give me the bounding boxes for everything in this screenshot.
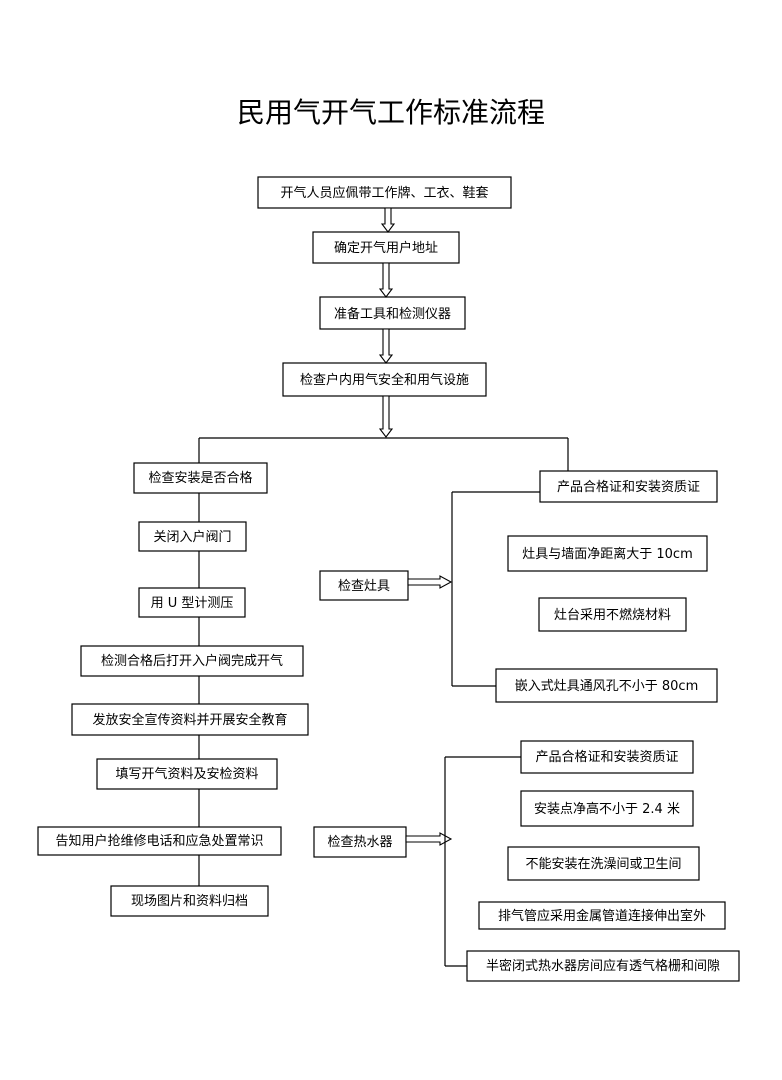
step-text-tools: 准备工具和检测仪器 xyxy=(334,306,451,322)
heater-item-text-1: 产品合格证和安装资质证 xyxy=(535,749,678,765)
left-text-8: 现场图片和资料归档 xyxy=(131,894,248,909)
step-text-inspect: 检查户内用气安全和用气设施 xyxy=(300,372,469,388)
heater-item-box-5 xyxy=(466,950,740,982)
left-text-1: 检查安装是否合格 xyxy=(148,470,252,486)
stove-item-box-3 xyxy=(538,597,687,632)
heater-item-text-5: 半密闭式热水器房间应有透气格栅和间隙 xyxy=(486,958,720,974)
arrow-down-1 xyxy=(380,207,396,233)
stove-check-box xyxy=(319,570,409,601)
step-box-badge xyxy=(257,176,512,209)
left-box-4 xyxy=(80,645,304,677)
left-box-5 xyxy=(71,703,309,736)
heater-item-text-4: 排气管应采用金属管道连接伸出室外 xyxy=(498,908,706,924)
stove-item-box-1 xyxy=(539,470,718,503)
stove-item-text-1: 产品合格证和安装资质证 xyxy=(557,479,700,495)
heater-arrow-icon xyxy=(405,832,453,846)
left-text-7: 告知用户抢维修电话和应急处置常识 xyxy=(55,833,263,849)
step-box-address xyxy=(312,231,460,264)
left-text-3: 用 U 型计测压 xyxy=(151,596,234,611)
heater-item-box-4 xyxy=(478,901,726,930)
stove-item-text-4: 嵌入式灶具通风孔不小于 80cm xyxy=(515,679,699,694)
arrow-down-2 xyxy=(378,262,394,298)
page-title: 民用气开气工作标准流程 xyxy=(237,96,545,129)
stove-item-box-4 xyxy=(495,668,718,703)
heater-item-box-1 xyxy=(520,740,694,774)
left-box-1 xyxy=(133,462,268,494)
arrow-down-3 xyxy=(378,328,394,364)
stove-item-text-2: 灶具与墙面净距离大于 10cm xyxy=(522,546,693,562)
left-text-4: 检测合格后打开入户阀完成开气 xyxy=(101,653,283,669)
heater-item-text-3: 不能安装在洗澡间或卫生间 xyxy=(525,857,681,872)
heater-item-box-3 xyxy=(507,846,700,881)
left-text-6: 填写开气资料及安检资料 xyxy=(115,766,258,782)
heater-item-box-2 xyxy=(520,790,694,827)
left-box-7 xyxy=(37,826,282,856)
left-box-3 xyxy=(138,587,246,618)
step-box-inspect xyxy=(282,362,487,397)
arrow-down-4 xyxy=(378,395,394,438)
step-text-address: 确定开气用户地址 xyxy=(334,240,438,256)
stove-item-text-3: 灶台采用不燃烧材料 xyxy=(554,607,671,623)
heater-item-text-2: 安装点净高不小于 2.4 米 xyxy=(534,801,680,817)
step-text-badge: 开气人员应佩带工作牌、工衣、鞋套 xyxy=(280,185,488,201)
step-box-tools xyxy=(319,296,466,330)
left-text-5: 发放安全宣传资料并开展安全教育 xyxy=(92,712,287,728)
left-box-2 xyxy=(138,521,247,552)
stove-arrow-icon xyxy=(407,575,453,589)
stove-item-box-2 xyxy=(507,535,708,572)
heater-check-label: 检查热水器 xyxy=(327,835,392,850)
stove-check-label: 检查灶具 xyxy=(338,579,390,594)
left-box-6 xyxy=(96,758,278,790)
left-text-2: 关闭入户阀门 xyxy=(153,529,231,545)
left-box-8 xyxy=(110,885,269,917)
